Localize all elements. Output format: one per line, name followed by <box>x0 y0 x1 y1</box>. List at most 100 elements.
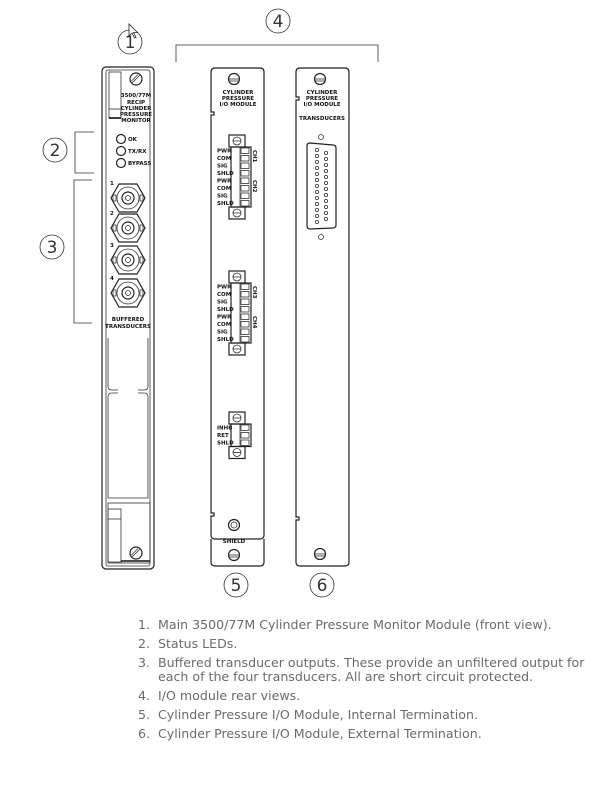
screw-icon <box>313 547 327 561</box>
callout-1-number: 1 <box>125 33 136 53</box>
pin-label: SHLD <box>217 307 234 313</box>
legend-text: I/O module rear views. <box>158 688 301 703</box>
terminal-slot <box>240 170 250 177</box>
pin-label: SIG <box>217 330 228 336</box>
pin-label: SHLD <box>217 171 234 177</box>
legend-item: 6. Cylinder Pressure I/O Module, External… <box>138 727 588 741</box>
screw-icon <box>129 72 143 86</box>
pin-label: PWR <box>217 285 232 291</box>
terminal-slot <box>240 283 250 290</box>
pin-label: SIG <box>217 194 228 200</box>
led-icon <box>115 145 127 157</box>
mouse-cursor-icon <box>128 23 139 39</box>
d-sub-pin <box>314 195 319 200</box>
legend-text: Cylinder Pressure I/O Module, Internal T… <box>158 707 478 722</box>
legend-item: 3.Buffered transducer outputs. These pro… <box>138 656 588 684</box>
bnc-label: BUFFERED <box>112 317 145 323</box>
pin-label: PWR <box>217 179 232 185</box>
terminal-slot <box>240 313 250 320</box>
d-sub-pin <box>323 174 328 179</box>
channel-label-ch1: CH1 <box>251 150 257 163</box>
channel-label-ch2: CH2 <box>251 180 257 193</box>
bnc-connector: 4 <box>110 276 146 308</box>
d-sub-pin <box>314 183 319 188</box>
terminal-slot <box>240 291 250 298</box>
header-line: CYLINDER <box>121 106 152 112</box>
led-icon <box>115 133 127 145</box>
d-sub-pin <box>323 210 328 215</box>
terminal-slot <box>240 424 250 431</box>
legend-list: 1.Main 3500/77M Cylinder Pressure Monito… <box>138 618 588 746</box>
status-leds: OK TX/RX BYPASS <box>115 133 151 169</box>
callout-4-number: 4 <box>273 12 284 32</box>
pin-label: INHB <box>217 426 232 432</box>
callout-2-number: 2 <box>50 141 61 161</box>
d-sub-pin <box>314 189 319 194</box>
pin-label: RET <box>217 433 229 439</box>
led-ok: OK <box>115 133 138 145</box>
pin-label: COM <box>217 322 231 328</box>
d-sub-pin <box>314 177 319 182</box>
d-sub-pin <box>323 216 328 221</box>
callout-6-number: 6 <box>317 576 328 596</box>
terminal-slot <box>240 185 250 192</box>
module-diagram: 1 4 2 3 3500/77M RECIP CYLINDER PRESSU <box>39 8 379 598</box>
callout-4: 4 <box>175 8 379 62</box>
module-title-line: CYLINDER <box>223 90 254 96</box>
front-monitor-module: 3500/77M RECIP CYLINDER PRESSURE MONITOR… <box>101 66 155 570</box>
pin-label: SIG <box>217 164 228 170</box>
d-sub-pin <box>323 150 328 155</box>
module-title-line: I/O MODULE <box>303 102 340 108</box>
header-line: PRESSURE <box>120 112 152 118</box>
d-sub-pin <box>323 180 328 185</box>
terminal-slot <box>240 177 250 184</box>
screw-icon <box>227 72 241 86</box>
terminal-slot <box>240 432 250 439</box>
bnc-connector: 3 <box>110 243 146 275</box>
legend-number: 6. <box>138 726 151 741</box>
pin-label: SHLD <box>217 201 234 207</box>
io-module-external-termination: CYLINDER PRESSURE I/O MODULE TRANSDUCERS… <box>295 67 350 598</box>
bnc-number: 1 <box>110 181 114 187</box>
bnc-connector: 2 <box>110 211 146 243</box>
screw-icon <box>227 548 241 562</box>
d-sub-connector <box>306 142 337 230</box>
bnc-number: 2 <box>110 211 114 217</box>
led-txrx: TX/RX <box>115 145 147 157</box>
channel-label-ch4: CH4 <box>251 316 257 329</box>
callout-3: 3 <box>39 179 92 324</box>
terminal-slot <box>240 200 250 207</box>
channel-label-ch3: CH3 <box>251 286 257 299</box>
terminal-slot <box>240 147 250 154</box>
d-sub-pin <box>314 213 319 218</box>
screw-icon <box>313 72 327 86</box>
callout-3-number: 3 <box>47 238 58 258</box>
legend-text: Buffered transducer outputs. These provi… <box>158 655 585 684</box>
d-sub-pin <box>323 162 328 167</box>
legend-item: 4. I/O module rear views. <box>138 689 588 703</box>
terminal-slot <box>240 298 250 305</box>
header-line: RECIP <box>127 100 145 106</box>
legend-item: 2.Status LEDs. <box>138 637 588 651</box>
terminal-slot <box>240 162 250 169</box>
legend-number: 4. <box>138 688 151 703</box>
terminal-slot <box>240 328 250 335</box>
legend-text: Main 3500/77M Cylinder Pressure Monitor … <box>158 617 552 632</box>
terminal-slot <box>240 336 250 343</box>
pin-label: SIG <box>217 300 228 306</box>
d-sub-pin <box>314 159 319 164</box>
d-sub-pin <box>314 219 319 224</box>
led-label: TX/RX <box>128 149 147 155</box>
d-sub-pin <box>323 156 328 161</box>
callout-5-number: 5 <box>231 576 242 596</box>
legend-item: 5.Cylinder Pressure I/O Module, Internal… <box>138 708 588 722</box>
shield-terminal-icon <box>227 518 241 532</box>
pin-label: COM <box>217 186 231 192</box>
module-header-label: 3500/77M RECIP CYLINDER PRESSURE MONITOR <box>120 93 152 124</box>
legend-number: 2. <box>138 636 151 651</box>
mounting-hole-icon <box>318 134 324 140</box>
pin-label: COM <box>217 156 231 162</box>
legend-text: Cylinder Pressure I/O Module, External T… <box>158 726 482 741</box>
